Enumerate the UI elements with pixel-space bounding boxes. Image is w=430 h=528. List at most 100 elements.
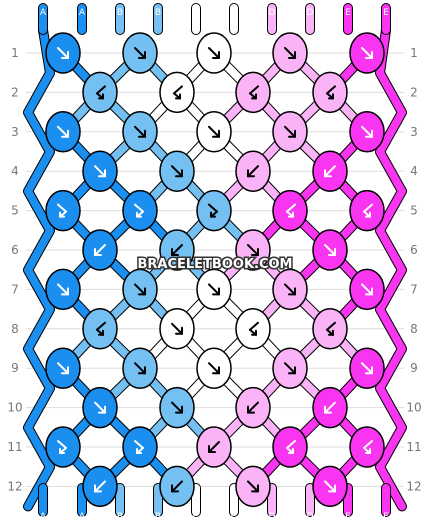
string-label-top: B	[117, 8, 123, 18]
knot	[82, 308, 118, 350]
string-label-bottom: B	[155, 512, 161, 522]
arrow-down-right-icon	[57, 362, 69, 375]
arrow-down-right-icon	[284, 362, 296, 375]
knot	[312, 150, 348, 192]
knot	[122, 111, 158, 153]
knot	[349, 426, 385, 468]
backward-forward-icon	[326, 321, 336, 336]
backward-forward-icon	[363, 440, 373, 454]
knot	[159, 150, 195, 192]
knot	[272, 111, 308, 153]
backward-forward-icon	[173, 85, 183, 100]
backward-forward-icon	[363, 203, 373, 218]
knot	[45, 111, 81, 153]
arrow-down-right-icon	[247, 480, 259, 493]
knot	[272, 268, 308, 311]
knot	[159, 308, 195, 350]
arrow-down-right-icon	[57, 125, 69, 138]
thread	[376, 6, 406, 511]
knot	[196, 111, 232, 153]
knot	[235, 150, 271, 192]
knot	[159, 465, 195, 508]
knot	[82, 229, 118, 271]
knot	[349, 268, 385, 311]
forward-backward-icon	[208, 203, 218, 218]
arrow-down-right-icon	[57, 283, 69, 296]
knot	[312, 308, 348, 350]
string-label-bottom: C	[231, 512, 237, 522]
string-label-bottom: B	[117, 512, 123, 522]
knot	[312, 71, 348, 114]
arrow-down-right-icon	[284, 283, 296, 296]
knot	[235, 308, 271, 350]
row-label-left: 12	[7, 479, 22, 493]
arrow-down-right-icon	[94, 165, 106, 178]
string-label-bottom: D	[307, 512, 314, 522]
arrow-down-right-icon	[247, 244, 259, 256]
arrow-down-right-icon	[134, 47, 146, 59]
knot	[122, 32, 158, 74]
arrow-down-right-icon	[361, 47, 373, 59]
arrow-down-left-icon	[171, 244, 183, 256]
knot	[45, 347, 81, 389]
arrow-down-left-icon	[208, 441, 220, 453]
row-label-right: 8	[410, 322, 418, 336]
knot	[159, 386, 195, 429]
knot	[45, 189, 81, 232]
string-label-top: D	[269, 8, 276, 18]
knot-shape	[312, 308, 348, 350]
row-label-left: 3	[11, 125, 19, 139]
arrow-down-right-icon	[284, 125, 296, 138]
knot	[235, 465, 271, 508]
forward-backward-icon	[57, 203, 67, 218]
knot	[122, 189, 158, 232]
knot	[82, 150, 118, 192]
knot	[312, 465, 348, 508]
row-label-right: 4	[410, 164, 418, 178]
arrow-down-right-icon	[134, 125, 146, 138]
knot-shape	[82, 71, 118, 114]
knot-shape	[196, 189, 232, 232]
arrow-down-right-icon	[324, 480, 336, 493]
arrow-down-right-icon	[134, 362, 146, 375]
knot-shape	[45, 189, 81, 232]
row-label-right: 12	[406, 479, 421, 493]
knot	[349, 111, 385, 153]
backward-forward-icon	[96, 321, 106, 336]
string-label-top: B	[155, 8, 161, 18]
arrow-down-left-icon	[94, 244, 106, 256]
knot	[45, 426, 81, 468]
knot	[272, 426, 308, 468]
knot-shape	[122, 189, 158, 232]
arrow-down-right-icon	[361, 362, 373, 375]
row-label-right: 2	[410, 85, 418, 99]
knot-shape	[349, 189, 385, 232]
knot	[272, 32, 308, 74]
knot	[45, 268, 81, 311]
row-label-left: 6	[11, 243, 19, 257]
arrow-down-right-icon	[208, 283, 220, 296]
knot	[235, 229, 271, 271]
row-label-right: 3	[410, 125, 418, 139]
knot	[82, 386, 118, 429]
knot-shape	[82, 308, 118, 350]
knot	[349, 32, 385, 74]
string-label-bottom: A	[40, 512, 47, 522]
knot-shape	[159, 71, 195, 114]
arrow-down-left-icon	[247, 401, 259, 414]
knot-shape	[122, 426, 158, 468]
string-label-bottom: E	[383, 512, 389, 522]
string-label-bottom: A	[79, 512, 86, 522]
row-label-left: 8	[11, 322, 19, 336]
string-label-bottom: C	[193, 512, 199, 522]
arrow-down-right-icon	[171, 401, 183, 414]
knot	[45, 32, 81, 74]
knot	[196, 32, 232, 74]
arrow-down-right-icon	[94, 401, 106, 414]
string-label-top: C	[193, 8, 199, 18]
knot-grid	[45, 32, 385, 508]
knot-shape	[272, 189, 308, 232]
